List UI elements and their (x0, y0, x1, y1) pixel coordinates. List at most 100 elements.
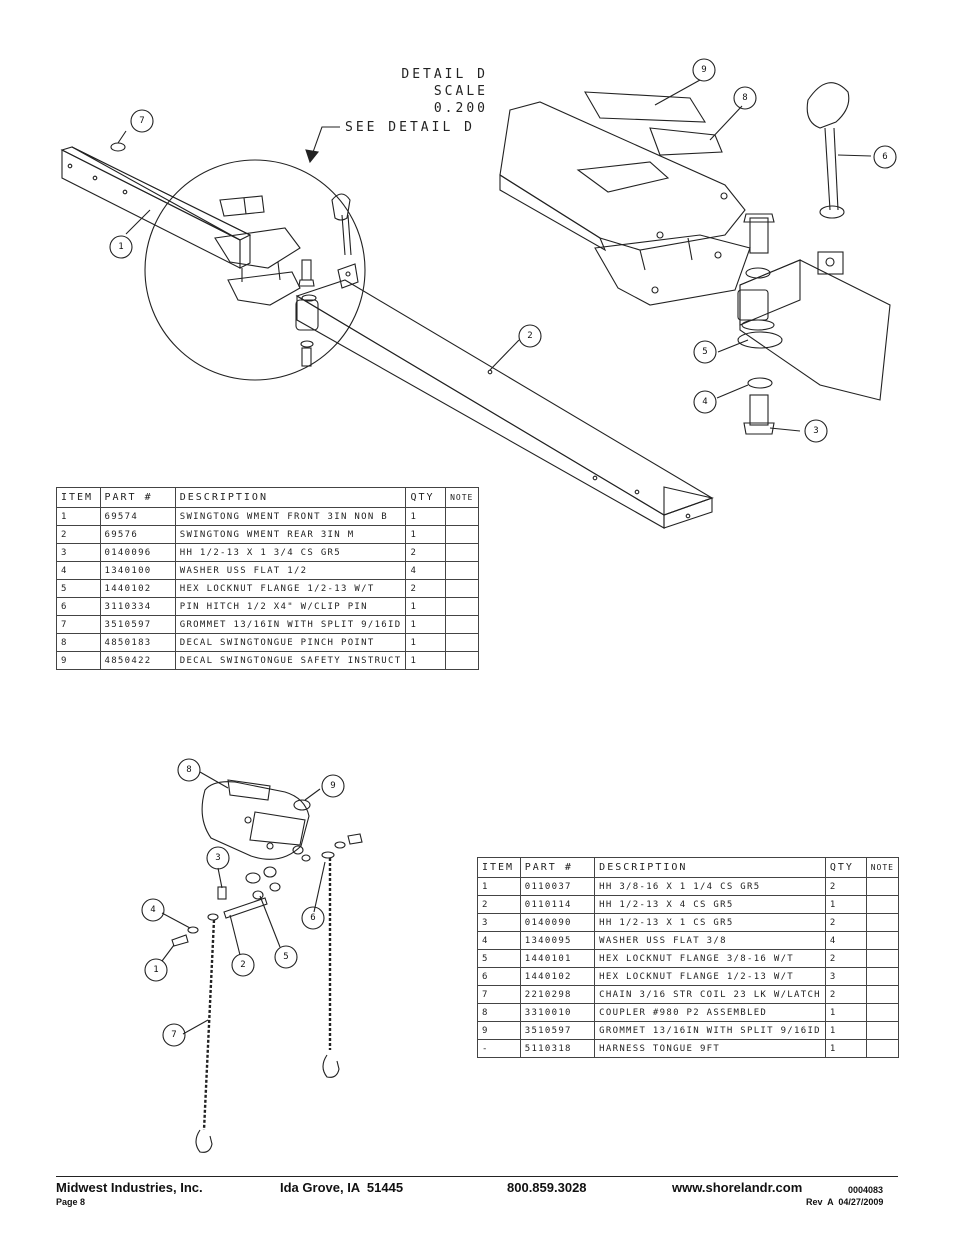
column-header: DESCRIPTION (174, 487, 407, 508)
table-cell: 0140096 (99, 543, 176, 562)
table-cell: PIN HITCH 1/2 X4" W/CLIP PIN (174, 597, 407, 616)
table-cell: 2 (405, 543, 447, 562)
table-cell: 4 (477, 931, 521, 950)
hinge-plates-small (214, 195, 301, 306)
column-header: DESCRIPTION (594, 857, 826, 878)
hinge-hardware-small (295, 193, 352, 367)
table-cell: 6 (56, 597, 101, 616)
column-header: QTY (405, 487, 447, 508)
table-cell: 3510597 (99, 615, 176, 634)
table-cell: 1440102 (519, 967, 596, 986)
footer-page: Page 8 (56, 1197, 86, 1207)
table-cell: 1 (56, 507, 101, 526)
table-cell: 2 (824, 985, 867, 1004)
table-cell: 2 (824, 877, 867, 896)
footer-rule (56, 1176, 898, 1177)
table-cell: COUPLER #980 P2 ASSEMBLED (594, 1003, 826, 1022)
safety-chains (202, 858, 332, 1131)
footer-revision: Rev A 04/27/2009 (806, 1197, 884, 1207)
table-cell (865, 1021, 900, 1040)
table-cell (445, 597, 479, 616)
detail-d-view (499, 82, 891, 435)
balloon-leaders-bottom (161, 771, 326, 1035)
table-cell: HEX LOCKNUT FLANGE 3/8-16 W/T (594, 949, 826, 968)
table-cell (865, 913, 900, 932)
balloon-leaders-top (117, 79, 872, 432)
table-cell: 2210298 (519, 985, 596, 1004)
footer-website: www.shorelandr.com (672, 1180, 803, 1195)
table-cell: 1 (824, 1021, 867, 1040)
table-cell: 3 (477, 913, 521, 932)
table-cell: 5 (477, 949, 521, 968)
table-cell: 7 (56, 615, 101, 634)
table-cell: 1340100 (99, 561, 176, 580)
table-cell: 7 (477, 985, 521, 1004)
detail-title: DETAIL D SCALE 0.200 (378, 66, 488, 117)
table-cell: 69574 (99, 507, 176, 526)
table-cell: 1440101 (519, 949, 596, 968)
table-cell: DECAL SWINGTONGUE PINCH POINT (174, 633, 407, 652)
table-cell: 1 (824, 1003, 867, 1022)
table-cell: 1 (405, 651, 447, 670)
table-cell: GROMMET 13/16IN WITH SPLIT 9/16ID (174, 615, 407, 634)
grommet-top (110, 142, 126, 152)
table-cell (865, 1003, 900, 1022)
see-detail-leader (311, 126, 340, 156)
table-cell: 4 (405, 561, 447, 580)
table-cell: - (477, 1039, 521, 1058)
table-cell: 3 (824, 967, 867, 986)
balloon-labels-bottom: 1 2 3 4 5 6 7 8 9 (150, 765, 336, 1040)
table-cell: WASHER USS FLAT 3/8 (594, 931, 826, 950)
table-cell: 1 (824, 1039, 867, 1058)
table-cell: 2 (824, 949, 867, 968)
table-cell: HH 1/2-13 X 1 3/4 CS GR5 (174, 543, 407, 562)
table-cell: 4850183 (99, 633, 176, 652)
table-cell: 1 (405, 525, 447, 544)
table-cell: HARNESS TONGUE 9FT (594, 1039, 826, 1058)
footer-company: Midwest Industries, Inc. (56, 1180, 203, 1195)
coupler-assembly (171, 779, 363, 947)
front-tongue-tube (60, 146, 252, 269)
table-cell: 1 (824, 895, 867, 914)
table-cell (445, 633, 479, 652)
table-cell: 9 (56, 651, 101, 670)
table-cell: 6 (477, 967, 521, 986)
chain-hooks (195, 1054, 340, 1153)
table-cell (445, 507, 479, 526)
table-cell: CHAIN 3/16 STR COIL 23 LK W/LATCH (594, 985, 826, 1004)
table-cell: GROMMET 13/16IN WITH SPLIT 9/16ID (594, 1021, 826, 1040)
table-cell: 0110114 (519, 895, 596, 914)
table-cell: 69576 (99, 525, 176, 544)
column-header: PART # (99, 487, 176, 508)
table-cell: 0140090 (519, 913, 596, 932)
footer-doc-number: 0004083 (848, 1185, 884, 1195)
table-cell: 4850422 (99, 651, 176, 670)
table-cell: 5 (56, 579, 101, 598)
column-header: ITEM (56, 487, 101, 508)
table-cell (445, 579, 479, 598)
table-cell: HH 1/2-13 X 1 CS GR5 (594, 913, 826, 932)
table-cell: HH 3/8-16 X 1 1/4 CS GR5 (594, 877, 826, 896)
table-cell: 9 (477, 1021, 521, 1040)
table-cell: 2 (477, 895, 521, 914)
table-cell: 0110037 (519, 877, 596, 896)
table-cell (865, 949, 900, 968)
column-header: NOTE (865, 857, 900, 878)
detail-circle (144, 159, 366, 381)
see-detail-arrow (305, 149, 320, 164)
